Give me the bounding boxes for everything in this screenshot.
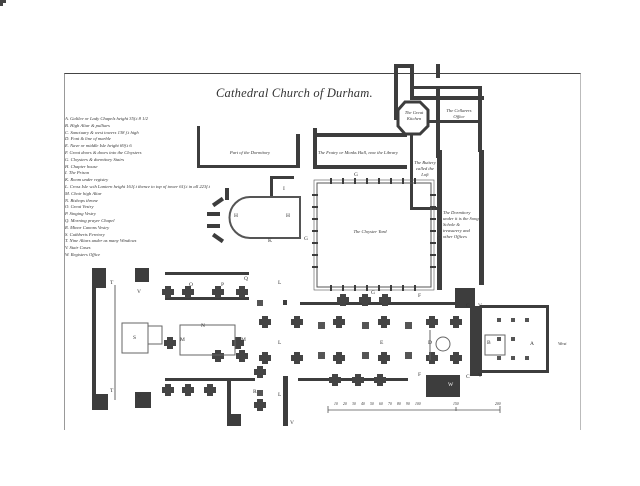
label-dormitory-part: Part of the Dormitory <box>229 150 271 155</box>
legend-item: Q. Morning prayer Chapel <box>65 217 115 223</box>
scale-tick: 200 <box>495 402 501 406</box>
key-f-top: F <box>418 293 422 299</box>
scale-tick: 20 <box>343 402 347 406</box>
key-v-4: V <box>478 303 482 309</box>
key-n: N <box>201 323 205 329</box>
legend-item: K. Room under registry <box>65 177 109 183</box>
key-v-1: V <box>137 289 141 295</box>
label-west: West <box>558 341 567 346</box>
plate-frame <box>64 73 581 430</box>
key-w: W <box>448 382 454 388</box>
plan-title: Cathedral Church of Durham. <box>216 86 373 100</box>
key-i: I <box>283 186 285 192</box>
scale-tick: 150 <box>453 402 459 406</box>
scale-tick: 60 <box>379 402 383 406</box>
key-q: Q <box>244 276 248 282</box>
legend-item: T. Nine Altars under as many Windows <box>65 238 137 244</box>
scale-tick: 80 <box>397 402 401 406</box>
key-g-right: G <box>437 236 441 242</box>
legend-item: E. Nave or middle Isle height 69f.t 6 <box>65 143 132 149</box>
key-t-top: T <box>110 280 114 286</box>
key-r: R <box>253 389 257 395</box>
key-l-top: L <box>278 280 282 286</box>
key-f-bottom: F <box>418 372 422 378</box>
legend-item: D. Font & line of marble <box>65 136 111 142</box>
scale-tick: 30 <box>352 402 356 406</box>
key-h-right: H <box>286 213 290 219</box>
key-g-bottom: G <box>371 290 375 296</box>
key-l-bottom: L <box>278 392 282 398</box>
scale-tick: 100 <box>415 402 421 406</box>
key-k: K <box>268 238 272 244</box>
key-c-bottom: C <box>466 374 470 380</box>
legend-item: H. Chapter house <box>65 163 98 169</box>
key-a: A <box>530 341 534 347</box>
legend-item: F. Great doors & doors into the Cloyster… <box>65 149 142 155</box>
key-o: O <box>189 282 193 288</box>
legend-item: A. Galilee or Lady Chapels height 35f.t … <box>65 116 148 121</box>
key-p: P <box>221 282 225 288</box>
label-dormitory: The Dormitory under it is the Song Schol… <box>443 210 479 239</box>
key-v-5: V <box>478 373 482 379</box>
key-h-left: H <box>234 213 238 219</box>
legend-item: O. Great Vestry <box>65 204 94 210</box>
legend-item: P. Singing Vestry <box>65 211 96 217</box>
key-t-bottom: T <box>110 388 114 394</box>
key-b: B <box>487 340 491 346</box>
legend-item: B. High Altar & pulliars <box>65 122 110 128</box>
key-d: D <box>428 340 432 346</box>
label-fratry: The Fratry or Monks Hall, now the Librar… <box>318 150 398 155</box>
legend-item: V. Stair Cases <box>65 245 91 251</box>
legend-item: S. Cuthberts Feretory <box>65 231 105 237</box>
key-l-mid: L <box>278 340 282 346</box>
key-m-left: M <box>180 337 185 343</box>
key-g-top: G <box>354 172 358 178</box>
scale-tick: 50 <box>370 402 374 406</box>
legend-item: R. Minor Canons Vestry <box>65 224 110 230</box>
key-m-right: M <box>241 337 246 343</box>
legend-item: G. Cloysters & dormitory Stairs <box>65 156 125 162</box>
legend-item: M. Choir high Altar <box>65 190 102 196</box>
legend-item: C. Sanctuary & west towers 138 f.t high <box>65 129 139 135</box>
key-v-3: V <box>290 420 294 426</box>
key-v-2: V <box>137 394 141 400</box>
key-e: E <box>380 340 384 346</box>
legend-item: I. The Prison <box>65 170 90 176</box>
scale-tick: 70 <box>388 402 392 406</box>
legend-item: L. Cross Isle w.th Lantern height 161f.t… <box>65 183 210 189</box>
scale-tick: 90 <box>406 402 410 406</box>
legend-item: W. Registers Office <box>65 251 101 257</box>
key-g-left: G <box>304 236 308 242</box>
scale-tick: 40 <box>361 402 365 406</box>
label-buttery: The Buttery called the Loft <box>414 160 436 177</box>
legend: A. Galilee or Lady Chapels height 35f.t … <box>65 116 210 259</box>
label-cellarers-office: The Cellarers Office <box>446 108 472 119</box>
label-great-kitchen: The Great Kitchen <box>404 110 424 121</box>
scale-tick: 10 <box>334 402 338 406</box>
label-cloister-yard: The Cloyster Yard <box>353 229 387 234</box>
key-s: S <box>133 335 137 341</box>
key-c-top: C <box>466 303 470 309</box>
legend-item: N. Bishops throne <box>65 197 98 203</box>
